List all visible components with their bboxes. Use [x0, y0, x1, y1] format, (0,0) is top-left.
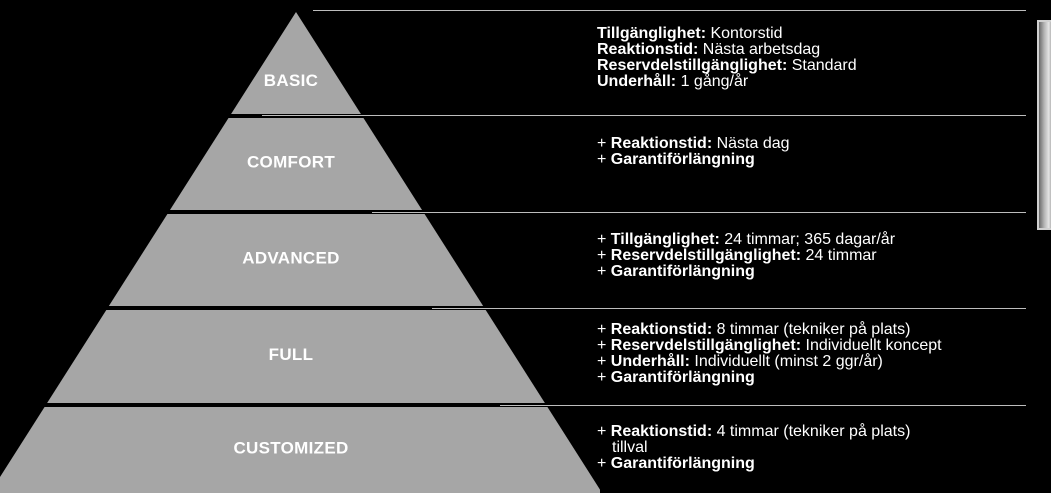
- description-line: Tillgänglighet: Kontorstid: [597, 26, 857, 42]
- feature-value: +: [597, 337, 611, 354]
- description-line: Reservdelstillgänglighet: Standard: [597, 58, 857, 74]
- feature-value: 24 timmar; 365 dagar/år: [719, 231, 896, 248]
- feature-value: Kontorstid: [706, 25, 783, 42]
- pyramid-tier-full: [47, 310, 545, 403]
- pyramid-tier-customized: [0, 407, 600, 493]
- feature-value: tillval: [612, 439, 648, 456]
- feature-key: Reservdelstillgänglighet:: [610, 337, 802, 354]
- description-line: + Reaktionstid: Nästa dag: [597, 136, 790, 152]
- side-photo-image: [1037, 20, 1051, 230]
- feature-key: Garantiförlängning: [610, 455, 755, 472]
- divider-line: [432, 308, 1026, 309]
- service-pyramid: BASIC COMFORT ADVANCED FULL CUSTOMIZED: [0, 12, 600, 493]
- feature-value: +: [597, 263, 611, 280]
- divider-line: [313, 10, 1026, 11]
- feature-value: 4 timmar (tekniker på plats): [712, 423, 911, 440]
- feature-key: Tillgänglighet:: [610, 231, 720, 248]
- feature-value: Standard: [787, 57, 857, 74]
- pyramid-tier-basic: [231, 12, 361, 114]
- feature-value: Individuellt (minst 2 ggr/år): [689, 353, 883, 370]
- description-line: + Underhåll: Individuellt (minst 2 ggr/å…: [597, 354, 942, 370]
- feature-key: Reservdelstillgänglighet:: [610, 247, 802, 264]
- tier-label-comfort: COMFORT: [247, 152, 335, 171]
- feature-key: Underhåll:: [597, 73, 677, 90]
- tier-label-advanced: ADVANCED: [242, 248, 339, 267]
- description-line: + Reservdelstillgänglighet: Individuellt…: [597, 338, 942, 354]
- divider-line: [372, 212, 1026, 213]
- description-line: + Garantiförlängning: [597, 264, 895, 280]
- feature-value: Individuellt koncept: [801, 337, 942, 354]
- feature-value: +: [597, 423, 611, 440]
- feature-key: Reaktionstid:: [597, 41, 699, 58]
- divider-line: [500, 405, 1026, 406]
- pyramid-tier-advanced: [108, 214, 484, 306]
- tier-description-comfort: + Reaktionstid: Nästa dag+ Garantiförlän…: [597, 136, 790, 168]
- feature-key: Reaktionstid:: [610, 321, 713, 338]
- tier-label-basic: BASIC: [264, 71, 318, 90]
- feature-value: +: [597, 231, 611, 248]
- description-line: Reaktionstid: Nästa arbetsdag: [597, 42, 857, 58]
- description-line: + Garantiförlängning: [597, 152, 790, 168]
- tier-label-customized: CUSTOMIZED: [233, 438, 348, 457]
- pyramid-tier-comfort: [169, 118, 423, 210]
- feature-key: Reservdelstillgänglighet:: [597, 57, 788, 74]
- description-line: + Garantiförlängning: [597, 370, 942, 386]
- divider-line: [262, 115, 1026, 116]
- description-line: + Reaktionstid: 8 timmar (tekniker på pl…: [597, 322, 942, 338]
- tier-label-full: FULL: [269, 345, 314, 364]
- description-line: + Reservdelstillgänglighet: 24 timmar: [597, 248, 895, 264]
- feature-value: +: [597, 369, 611, 386]
- feature-value: Nästa arbetsdag: [698, 41, 821, 58]
- feature-key: Underhåll:: [610, 353, 690, 370]
- description-line: + Reaktionstid: 4 timmar (tekniker på pl…: [597, 424, 910, 440]
- feature-value: +: [597, 353, 611, 370]
- feature-value: +: [597, 455, 611, 472]
- description-line: + Garantiförlängning: [597, 456, 910, 472]
- description-line: + Tillgänglighet: 24 timmar; 365 dagar/å…: [597, 232, 895, 248]
- feature-key: Garantiförlängning: [610, 151, 755, 168]
- feature-value: 24 timmar: [801, 247, 877, 264]
- description-line: Underhåll: 1 gång/år: [597, 74, 857, 90]
- feature-key: Reaktionstid:: [610, 423, 713, 440]
- feature-value: +: [597, 151, 611, 168]
- feature-key: Garantiförlängning: [610, 263, 755, 280]
- tier-description-advanced: + Tillgänglighet: 24 timmar; 365 dagar/å…: [597, 232, 895, 280]
- feature-key: Tillgänglighet:: [597, 25, 707, 42]
- feature-value: +: [597, 135, 611, 152]
- feature-value: Nästa dag: [712, 135, 790, 152]
- tier-description-customized: + Reaktionstid: 4 timmar (tekniker på pl…: [597, 424, 910, 472]
- feature-key: Garantiförlängning: [610, 369, 755, 386]
- feature-value: +: [597, 321, 611, 338]
- description-line: tillval: [597, 440, 910, 456]
- feature-value: 1 gång/år: [676, 73, 749, 90]
- feature-value: +: [597, 247, 611, 264]
- tier-description-full: + Reaktionstid: 8 timmar (tekniker på pl…: [597, 322, 942, 386]
- feature-key: Reaktionstid:: [610, 135, 713, 152]
- feature-value: 8 timmar (tekniker på plats): [712, 321, 911, 338]
